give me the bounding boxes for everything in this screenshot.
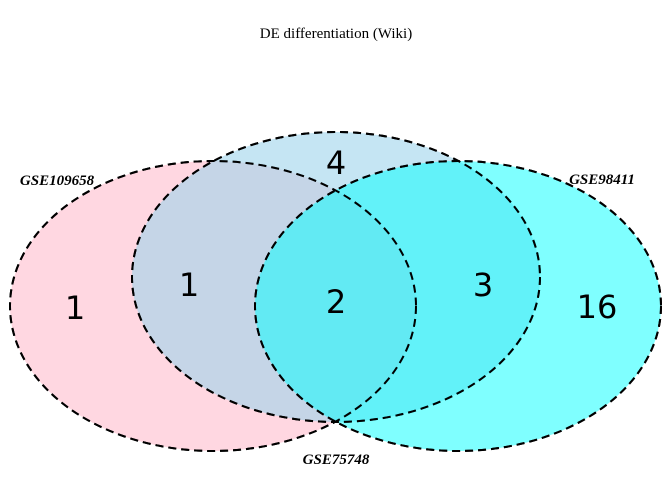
- region-count-left-middle: 1: [179, 266, 199, 304]
- set-label-middle: GSE75748: [303, 452, 370, 468]
- region-count-middle-only: 4: [326, 144, 346, 182]
- set-right-outline: [254, 160, 662, 452]
- set-left-outline: [9, 160, 417, 452]
- set-label-right: GSE98411: [569, 172, 635, 188]
- set-label-left: GSE109658: [20, 173, 95, 189]
- region-count-right-only: 16: [577, 288, 618, 326]
- diagram-title: DE differentiation (Wiki): [260, 26, 412, 42]
- set-middle-outline: [131, 131, 541, 423]
- region-count-left-only: 1: [65, 289, 85, 327]
- region-count-middle-right: 3: [473, 266, 493, 304]
- region-count-all-three: 2: [326, 283, 346, 321]
